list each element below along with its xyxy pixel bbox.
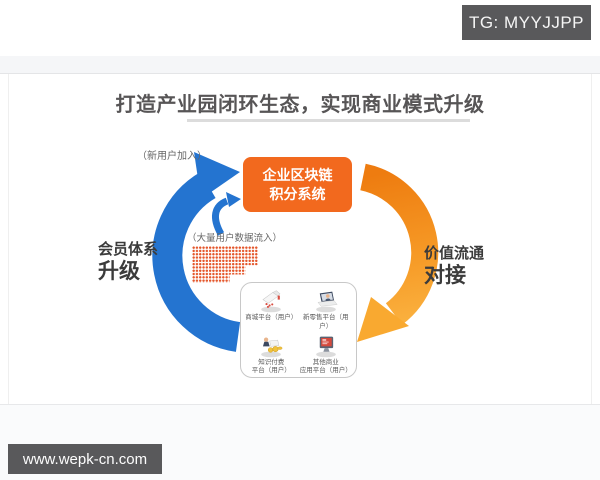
page-title: 打造产业园闭环生态，实现商业模式升级 [115, 94, 485, 116]
membership-label: 会员体系 升级 [98, 241, 158, 284]
blockchain-system-box: 企业区块链 积分系统 [243, 157, 352, 212]
top-divider-band [0, 56, 600, 74]
value-flow-label-line2: 对接 [424, 264, 466, 288]
value-flow-label-line1: 价值流通 [424, 245, 485, 262]
title-underline [187, 119, 470, 122]
platform-new-retail: 新零售平台（用户） [299, 288, 354, 332]
laptop-icon [315, 291, 338, 313]
platform-mall: 商城平台（用户） [244, 288, 299, 332]
telegram-badge: TG: MYYJJPP [462, 5, 591, 40]
money-calculator-icon [261, 337, 283, 357]
value-flow-label: 价值流通 对接 [424, 245, 484, 288]
platform-knowledge-pay-label: 知识付费 平台（用户） [251, 358, 291, 375]
center-box-line2: 积分系统 [269, 185, 326, 202]
shopping-hand-icon [261, 290, 282, 313]
platforms-panel: 商城平台（用户） 新零售平台（用户） [240, 282, 357, 378]
platform-other-apps: 其他商业 应用平台（用户） [299, 333, 354, 377]
platform-new-retail-label: 新零售平台（用户） [303, 314, 349, 330]
monitor-icon [315, 336, 336, 357]
annotation-new-users: （新用户加入） [137, 151, 207, 162]
platform-knowledge-pay: 知识付费 平台（用户） [244, 333, 299, 377]
watermark-url: www.wepk-cn.com [8, 444, 162, 474]
center-box-line1: 企业区块链 [262, 166, 333, 183]
membership-label-line2: 升级 [98, 260, 140, 284]
membership-label-line1: 会员体系 [98, 241, 159, 258]
annotation-data-inflow: （大量用户数据流入） [187, 233, 283, 244]
platform-mall-label: 商城平台（用户） [245, 314, 298, 321]
platform-other-apps-label: 其他商业 应用平台（用户） [299, 358, 352, 375]
